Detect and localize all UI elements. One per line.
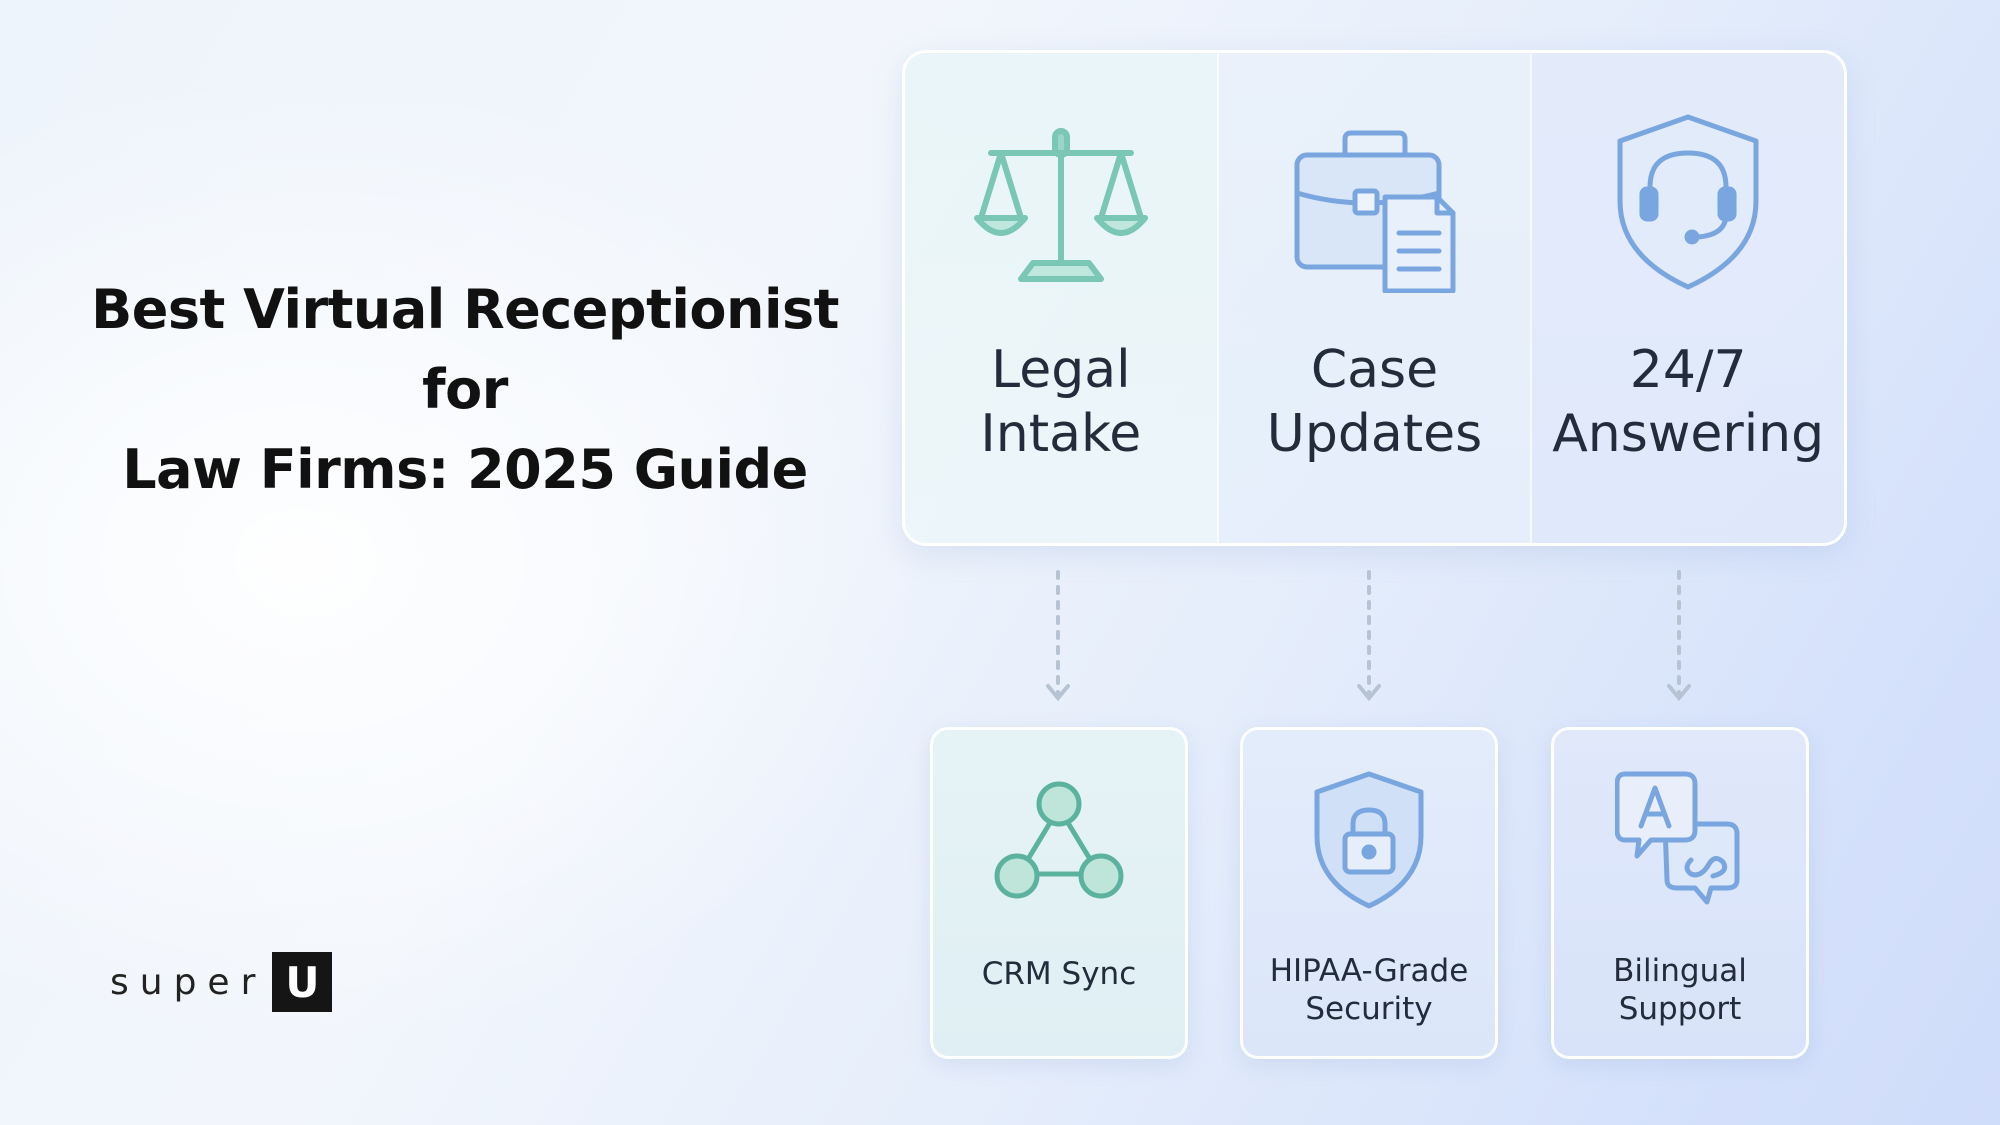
benefit-label-line2: Security (1305, 991, 1433, 1027)
translate-icon (1615, 771, 1740, 905)
superu-logo: super U (110, 952, 333, 1012)
benefit-bilingual-support: Bilingual Support (1551, 727, 1809, 1059)
feature-label: Case Updates (1219, 338, 1531, 466)
feature-panel: Legal Intake Case Updates (902, 50, 1847, 546)
feature-label: 24/7 Answering (1532, 338, 1844, 466)
benefit-label-line1: Bilingual (1613, 953, 1747, 989)
shield-headset-icon (1617, 114, 1759, 290)
arrow-down-icon (1046, 570, 1070, 702)
benefit-label: Bilingual Support (1554, 952, 1806, 1028)
benefit-label: HIPAA-Grade Security (1243, 952, 1495, 1028)
network-icon (994, 781, 1124, 899)
feature-label-line2: Updates (1266, 404, 1483, 464)
briefcase-document-icon (1294, 130, 1455, 293)
arrow-down-icon (1667, 570, 1691, 702)
title-line-2: Law Firms: 2025 Guide (122, 438, 808, 501)
benefit-label-line1: HIPAA-Grade (1269, 953, 1469, 989)
arrow-down-icon (1357, 570, 1381, 702)
shield-lock-icon (1314, 771, 1424, 909)
page-title: Best Virtual Receptionist for Law Firms:… (40, 270, 890, 510)
feature-legal-intake: Legal Intake (905, 53, 1217, 543)
benefit-label-line1: CRM Sync (981, 956, 1137, 992)
feature-label-line2: Intake (980, 404, 1142, 464)
logo-text: super (110, 961, 267, 1003)
title-line-1: Best Virtual Receptionist for (91, 278, 839, 421)
scales-icon (973, 128, 1148, 282)
feature-24-7-answering: 24/7 Answering (1530, 53, 1844, 543)
benefit-label: CRM Sync (933, 955, 1185, 993)
feature-label-line2: Answering (1552, 404, 1825, 464)
benefit-crm-sync: CRM Sync (930, 727, 1188, 1059)
feature-label: Legal Intake (905, 338, 1217, 466)
feature-label-line1: Case (1310, 340, 1439, 400)
feature-label-line1: Legal (991, 340, 1131, 400)
feature-case-updates: Case Updates (1216, 53, 1531, 543)
benefit-label-line2: Support (1618, 991, 1742, 1027)
logo-mark: U (272, 952, 333, 1012)
benefit-hipaa-security: HIPAA-Grade Security (1240, 727, 1498, 1059)
feature-label-line1: 24/7 (1629, 340, 1747, 400)
